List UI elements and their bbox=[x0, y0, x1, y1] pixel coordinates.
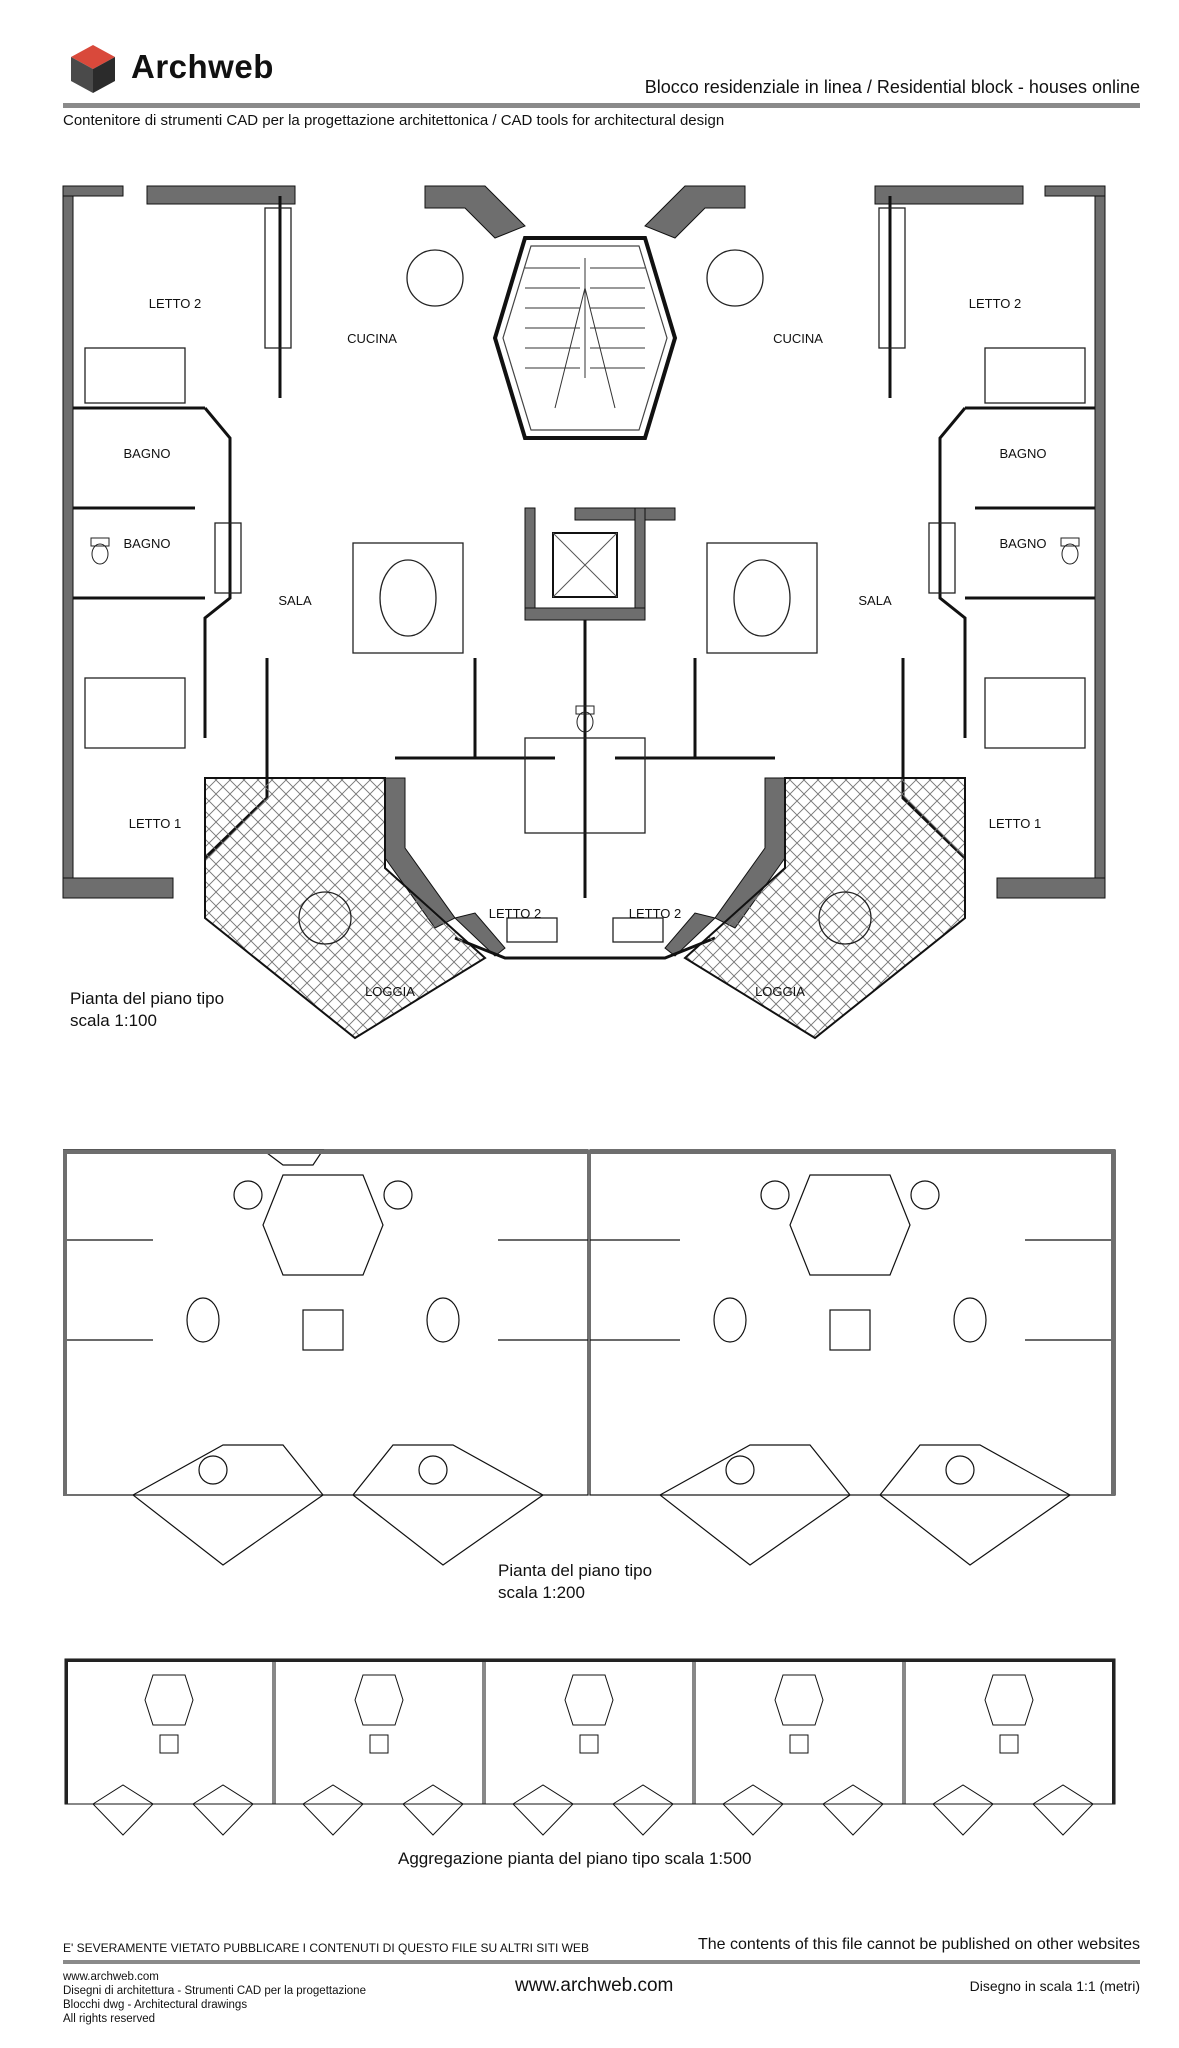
header-divider bbox=[63, 103, 1140, 108]
room-label-bagno-2-left: BAGNO bbox=[124, 536, 171, 551]
footer-url-link[interactable]: www.archweb.com bbox=[515, 1975, 674, 1996]
footer-info-line[interactable]: www.archweb.com bbox=[63, 1971, 159, 1983]
page-title: Blocco residenziale in linea / Residenti… bbox=[644, 77, 1140, 97]
room-label-loggia-right: LOGGIA bbox=[755, 984, 805, 999]
floor-plan-1-200 bbox=[63, 1149, 1116, 1566]
room-label-sala-left: SALA bbox=[278, 593, 312, 608]
footer-info-line: Disegni di architettura - Strumenti CAD … bbox=[63, 1985, 366, 1997]
room-label-letto2-right: LETTO 2 bbox=[969, 296, 1022, 311]
room-label-letto1-right: LETTO 1 bbox=[989, 816, 1042, 831]
page-subtitle: Contenitore di strumenti CAD per la prog… bbox=[63, 112, 725, 129]
brand-name[interactable]: Archweb bbox=[131, 48, 274, 85]
room-label-letto2-left: LETTO 2 bbox=[149, 296, 202, 311]
plan-caption-title: Pianta del piano tipo bbox=[70, 989, 225, 1008]
footer-info-line: All rights reserved bbox=[63, 2013, 156, 2025]
room-label-loggia-left: LOGGIA bbox=[365, 984, 415, 999]
floor-plan-1-500 bbox=[64, 1658, 1116, 1836]
plan-caption-title-200: Pianta del piano tipo bbox=[498, 1561, 653, 1580]
footer-info-line: Blocchi dwg - Architectural drawings bbox=[63, 1999, 248, 2011]
footer-divider bbox=[63, 1960, 1140, 1964]
room-label-letto1-left: LETTO 1 bbox=[129, 816, 182, 831]
room-label-letto2-center-left: LETTO 2 bbox=[489, 906, 542, 921]
plan-caption-scale: scala 1:100 bbox=[70, 1011, 157, 1030]
plan-caption-scale-200: scala 1:200 bbox=[498, 1583, 585, 1602]
room-label-bagno-1-left: BAGNO bbox=[124, 446, 171, 461]
room-label-cucina-left: CUCINA bbox=[347, 331, 397, 346]
copyright-warning-en: The contents of this file cannot be publ… bbox=[697, 1936, 1140, 1953]
floor-plan-1-100: LETTO 2 LETTO 2 CUCINA CUCINA BAGNO BAGN… bbox=[62, 185, 1106, 1040]
cube-logo-icon bbox=[71, 45, 115, 93]
room-label-cucina-right: CUCINA bbox=[773, 331, 823, 346]
room-label-bagno-2-right: BAGNO bbox=[1000, 536, 1047, 551]
room-label-bagno-1-right: BAGNO bbox=[1000, 446, 1047, 461]
scale-note: Disegno in scala 1:1 (metri) bbox=[969, 1978, 1140, 1994]
plan-caption-1-500: Aggregazione pianta del piano tipo scala… bbox=[398, 1849, 752, 1868]
room-label-letto2-center-right: LETTO 2 bbox=[629, 906, 682, 921]
plan-caption-1-200: Pianta del piano tipo scala 1:200 bbox=[498, 1560, 652, 1604]
copyright-warning-it: E' SEVERAMENTE VIETATO PUBBLICARE I CONT… bbox=[63, 1941, 589, 1955]
room-label-sala-right: SALA bbox=[858, 593, 892, 608]
archweb-logo[interactable] bbox=[63, 42, 123, 96]
plan-caption-1-100: Pianta del piano tipo scala 1:100 bbox=[70, 988, 224, 1032]
footer-info: www.archweb.com Disegni di architettura … bbox=[63, 1970, 366, 2026]
